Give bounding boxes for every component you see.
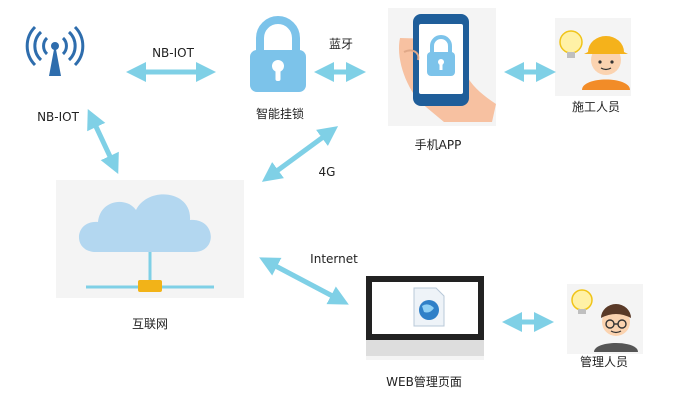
label-web: WEB管理页面: [386, 375, 462, 389]
label-cloud: 互联网: [131, 317, 169, 331]
link-label-bluetooth: 蓝牙: [328, 37, 354, 51]
label-lock: 智能挂锁: [255, 107, 305, 121]
manager-person-icon: [567, 284, 643, 354]
arrow-cloud-web: [259, 257, 349, 305]
phone-lock-icon: [388, 8, 496, 126]
label-app: 手机APP: [414, 138, 462, 152]
link-label-4g: 4G: [318, 165, 336, 179]
arrow-nbiot-cloud: [87, 108, 119, 175]
label-manager: 管理人员: [579, 355, 629, 369]
construction-worker-icon: [555, 18, 631, 96]
cloud-network-icon: [56, 180, 244, 298]
link-label-nbiot: NB-IOT: [152, 46, 194, 60]
arrow-lock-cloud: [261, 126, 339, 182]
monitor-globe-icon: [366, 276, 484, 360]
link-label-internet: Internet: [310, 252, 358, 266]
padlock-icon: [250, 16, 306, 92]
antenna-icon: [25, 25, 85, 76]
label-construction: 施工人员: [571, 100, 621, 114]
label-nbiot: NB-IOT: [37, 110, 79, 124]
